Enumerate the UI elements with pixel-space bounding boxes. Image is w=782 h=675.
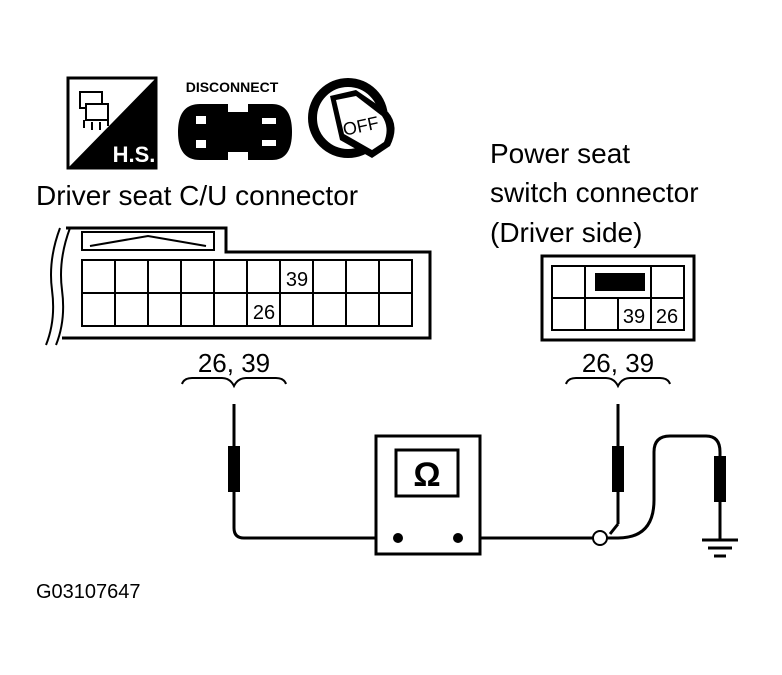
- left-probe-bracket: [181, 377, 287, 389]
- right-connector-key: [595, 273, 645, 291]
- left-connector-title: Driver seat C/U connector: [36, 180, 358, 211]
- disconnect-label: DISCONNECT: [186, 79, 279, 95]
- right-probe-label: 26, 39: [582, 348, 654, 378]
- left-terminal-39: 39: [286, 269, 308, 291]
- driver-seat-cu-connector: [45, 226, 432, 346]
- right-terminal-39: 39: [623, 306, 645, 328]
- right-connector-title-2: switch connector: [490, 177, 699, 208]
- power-seat-switch-connector: [540, 254, 696, 342]
- right-probe-bracket: [565, 377, 671, 389]
- hs-label: H.S.: [113, 142, 156, 167]
- lead-junction: [592, 530, 608, 546]
- harness-service-icon: H.S.: [66, 76, 158, 170]
- ignition-off-icon: OFF: [308, 78, 395, 158]
- ground-lead: [606, 434, 722, 540]
- right-connector-title-3: (Driver side): [490, 217, 642, 248]
- disconnect-icon: DISCONNECT: [178, 79, 292, 160]
- ground-icon: [702, 538, 738, 558]
- right-terminal-26: 26: [656, 306, 678, 328]
- left-probe: [228, 404, 240, 510]
- ohm-icon: Ω: [413, 456, 440, 494]
- figure-id: G03107647: [36, 581, 141, 603]
- right-connector-title-1: Power seat: [490, 138, 630, 169]
- left-terminal-26: 26: [253, 302, 275, 324]
- left-probe-label: 26, 39: [198, 348, 270, 378]
- left-test-lead: [232, 510, 398, 540]
- right-probe: [612, 404, 624, 524]
- ohmmeter: Ω: [374, 434, 482, 556]
- ground-probe: [714, 456, 726, 540]
